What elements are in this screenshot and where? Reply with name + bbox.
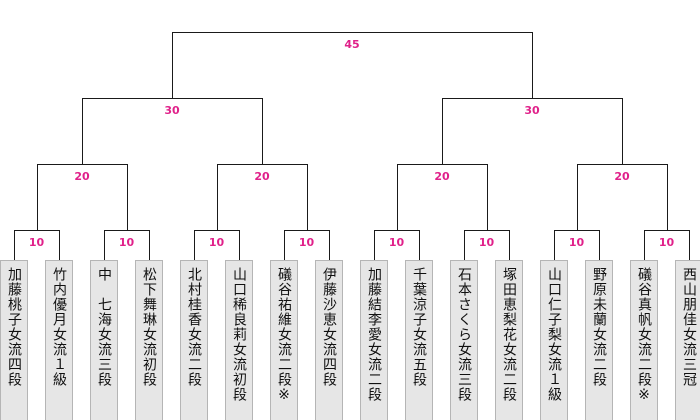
bracket-line — [689, 230, 690, 260]
player-card: 北村桂香女流二段 — [180, 260, 208, 420]
match-score-label: 20 — [614, 170, 630, 183]
bracket-line — [667, 164, 668, 230]
bracket-line — [104, 230, 105, 260]
match-score-label: 30 — [524, 104, 540, 117]
match-score-label: 30 — [164, 104, 180, 117]
bracket-line — [307, 164, 308, 230]
bracket-line — [262, 98, 263, 164]
bracket-line — [577, 164, 668, 165]
player-name: 西山朋佳女流三冠 — [681, 267, 697, 387]
match-score-label: 10 — [118, 236, 135, 249]
player-card: 礒谷真帆女流二段※ — [630, 260, 658, 420]
bracket-line — [644, 230, 645, 260]
match-score-label: 20 — [74, 170, 90, 183]
player-card: 礒谷祐維女流二段※ — [270, 260, 298, 420]
bracket-line — [194, 230, 195, 260]
player-name: 山口稀良莉女流初段 — [231, 267, 247, 402]
bracket-line — [397, 164, 488, 165]
player-card: 野原未蘭女流二段 — [585, 260, 613, 420]
player-card: 山口仁子梨女流１級 — [540, 260, 568, 420]
match-score-label: 10 — [388, 236, 405, 249]
bracket-line — [464, 230, 465, 260]
bracket-line — [397, 164, 398, 230]
bracket-line — [14, 230, 15, 260]
match-score-label: 45 — [344, 38, 360, 51]
bracket-line — [577, 164, 578, 230]
player-card: 松下舞琳女流初段 — [135, 260, 163, 420]
player-card: 西山朋佳女流三冠 — [675, 260, 700, 420]
player-name: 加藤結李愛女流二段 — [366, 267, 382, 402]
match-score-label: 20 — [254, 170, 270, 183]
match-score-label: 10 — [568, 236, 585, 249]
player-name: 野原未蘭女流二段 — [591, 267, 607, 387]
bracket-line — [82, 98, 263, 99]
bracket-line — [374, 230, 420, 231]
bracket-line — [599, 230, 600, 260]
player-name: 中 七海女流三段 — [96, 267, 112, 387]
player-card: 伊藤沙恵女流四段 — [315, 260, 343, 420]
bracket-line — [217, 164, 218, 230]
bracket-line — [82, 98, 83, 164]
player-name: 北村桂香女流二段 — [186, 267, 202, 387]
bracket-line — [172, 32, 533, 33]
player-name: 塚田恵梨花女流二段 — [501, 267, 517, 402]
match-score-label: 10 — [208, 236, 225, 249]
bracket-line — [419, 230, 420, 260]
bracket-line — [172, 32, 173, 98]
bracket-line — [442, 98, 443, 164]
player-name: 山口仁子梨女流１級 — [546, 267, 562, 402]
bracket-line — [37, 164, 128, 165]
bracket-line — [284, 230, 285, 260]
player-name: 礒谷真帆女流二段※ — [636, 267, 652, 404]
player-name: 加藤桃子女流四段 — [6, 267, 22, 387]
bracket-line — [149, 230, 150, 260]
bracket-line — [532, 32, 533, 98]
match-score-label: 20 — [434, 170, 450, 183]
bracket-line — [442, 98, 623, 99]
match-score-label: 10 — [28, 236, 45, 249]
bracket-line — [104, 230, 150, 231]
bracket-line — [554, 230, 600, 231]
player-name: 竹内優月女流１級 — [51, 267, 67, 387]
player-name: 松下舞琳女流初段 — [141, 267, 157, 387]
bracket-line — [644, 230, 690, 231]
bracket-line — [622, 98, 623, 164]
bracket-line — [329, 230, 330, 260]
match-score-label: 10 — [298, 236, 315, 249]
player-card: 塚田恵梨花女流二段 — [495, 260, 523, 420]
player-card: 加藤桃子女流四段 — [0, 260, 28, 420]
bracket-line — [554, 230, 555, 260]
player-name: 石本さくら女流三段 — [456, 267, 472, 402]
bracket-line — [464, 230, 510, 231]
player-card: 竹内優月女流１級 — [45, 260, 73, 420]
match-score-label: 10 — [658, 236, 675, 249]
player-card: 加藤結李愛女流二段 — [360, 260, 388, 420]
match-score-label: 10 — [478, 236, 495, 249]
player-card: 中 七海女流三段 — [90, 260, 118, 420]
bracket-line — [509, 230, 510, 260]
bracket-line — [487, 164, 488, 230]
bracket-line — [37, 164, 38, 230]
bracket-line — [374, 230, 375, 260]
player-name: 礒谷祐維女流二段※ — [276, 267, 292, 404]
player-card: 山口稀良莉女流初段 — [225, 260, 253, 420]
bracket-line — [217, 164, 308, 165]
player-name: 伊藤沙恵女流四段 — [321, 267, 337, 387]
player-card: 石本さくら女流三段 — [450, 260, 478, 420]
bracket-line — [59, 230, 60, 260]
bracket-line — [239, 230, 240, 260]
bracket-line — [194, 230, 240, 231]
bracket-line — [127, 164, 128, 230]
bracket-line — [284, 230, 330, 231]
player-name: 千葉涼子女流五段 — [411, 267, 427, 387]
player-card: 千葉涼子女流五段 — [405, 260, 433, 420]
bracket-line — [14, 230, 60, 231]
